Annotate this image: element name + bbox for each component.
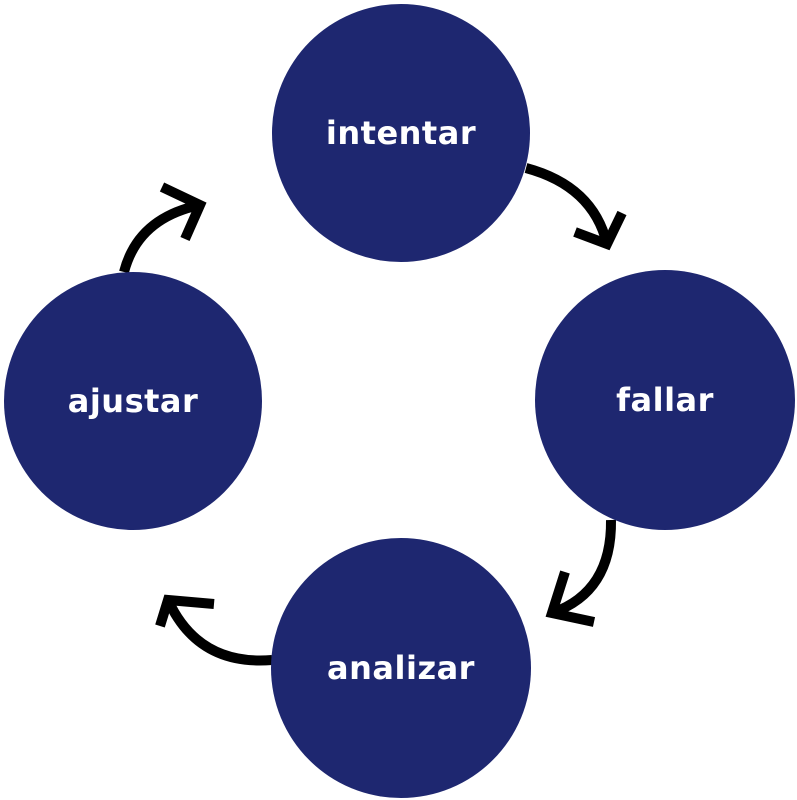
arrow-ajustar-to-intentar [119,182,207,274]
arrow-intentar-to-fallar [524,163,627,251]
node-ajustar: ajustar [4,272,262,530]
node-ajustar-label: ajustar [67,382,199,420]
node-intentar: intentar [272,4,530,262]
node-analizar-label: analizar [327,649,475,687]
arrow-fallar-to-analizar [545,519,617,627]
node-fallar: fallar [535,270,795,530]
node-analizar: analizar [271,538,531,798]
node-fallar-label: fallar [616,381,714,419]
arrow-analizar-to-ajustar [155,594,273,666]
node-intentar-label: intentar [325,114,477,152]
